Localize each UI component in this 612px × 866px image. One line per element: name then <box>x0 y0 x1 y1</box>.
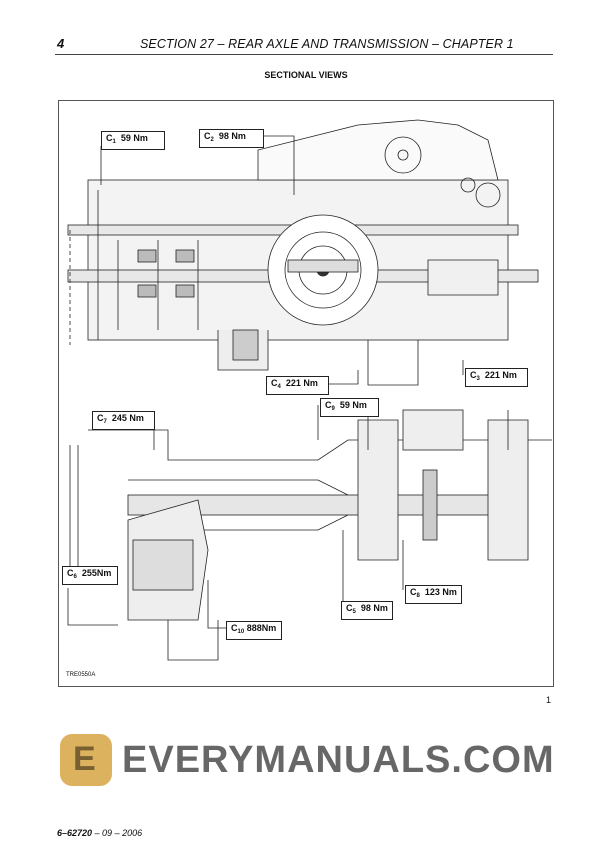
footer-date: – 09 – 2006 <box>92 828 143 838</box>
page-number: 4 <box>57 36 65 51</box>
torque-label-c10: C10 888Nm <box>226 621 282 640</box>
section-header-title: SECTION 27 – REAR AXLE AND TRANSMISSION … <box>140 37 514 51</box>
section-title: SECTIONAL VIEWS <box>264 70 348 80</box>
torque-label-c8: C8 123 Nm <box>405 585 462 604</box>
transmission-section <box>67 119 539 386</box>
torque-label-c4: C4 221 Nm <box>266 376 329 395</box>
torque-label-c6: C6 255Nm <box>62 566 118 585</box>
header-rule <box>55 54 553 55</box>
figure-code: TRE0550A <box>66 672 96 678</box>
torque-label-c9: C9 59 Nm <box>320 398 379 417</box>
figure-number: 1 <box>546 695 552 705</box>
figure-frame <box>58 100 554 687</box>
watermark-logo: E <box>60 734 112 786</box>
footer-doc-number: 6–62720 <box>57 828 93 838</box>
torque-label-c1: C1 59 Nm <box>101 131 165 150</box>
torque-label-c2: C2 98 Nm <box>199 129 264 148</box>
axle-section <box>69 409 552 661</box>
torque-label-c5: C5 98 Nm <box>341 601 393 620</box>
footer: 6–62720 – 09 – 2006 <box>57 828 142 838</box>
watermark-text: EVERYMANUALS.COM <box>122 739 555 781</box>
torque-label-c7: C7 245 Nm <box>92 411 155 430</box>
sectional-drawing <box>67 119 552 661</box>
torque-label-c3: C3 221 Nm <box>465 368 528 387</box>
